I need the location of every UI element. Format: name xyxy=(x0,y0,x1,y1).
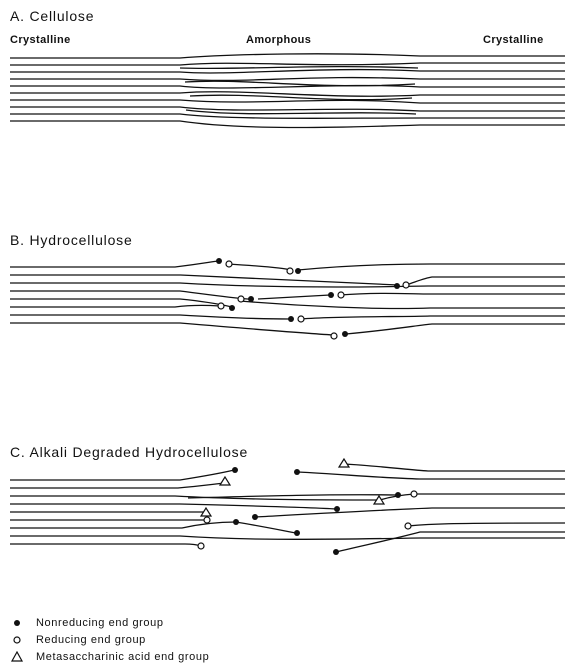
reducing-end-marker xyxy=(338,292,344,298)
fibril xyxy=(10,114,565,118)
fibril xyxy=(10,323,333,335)
nonreducing-end-marker xyxy=(328,292,334,298)
fibril xyxy=(346,324,565,334)
fibril xyxy=(10,92,565,96)
fibril xyxy=(298,472,565,479)
open-triangle-icon xyxy=(10,651,26,663)
reducing-end-marker xyxy=(298,316,304,322)
fibril xyxy=(180,67,418,69)
nonreducing-end-marker xyxy=(248,296,254,302)
fibril xyxy=(10,544,201,546)
legend-item-nonreducing: Nonreducing end group xyxy=(10,614,209,631)
fibril xyxy=(10,283,565,287)
nonreducing-end-marker xyxy=(395,492,401,498)
fibril xyxy=(10,483,225,488)
reducing-end-marker xyxy=(204,517,210,523)
fibril xyxy=(10,100,565,103)
legend-item-reducing: Reducing end group xyxy=(10,631,209,648)
reducing-end-marker xyxy=(403,282,409,288)
fibril xyxy=(10,504,337,509)
fibril xyxy=(10,291,250,299)
fibril xyxy=(10,470,234,480)
fibril xyxy=(380,494,565,500)
nonreducing-end-marker xyxy=(232,467,238,473)
metasaccharinic-end-marker xyxy=(220,477,230,485)
nonreducing-end-marker xyxy=(216,258,222,264)
fibril xyxy=(10,305,220,307)
nonreducing-end-marker xyxy=(295,268,301,274)
filled-circle-icon xyxy=(10,617,26,629)
metasaccharinic-end-marker xyxy=(339,459,349,467)
nonreducing-end-marker xyxy=(294,530,300,536)
reducing-end-marker xyxy=(238,296,244,302)
nonreducing-end-marker xyxy=(229,305,235,311)
fibril xyxy=(10,63,565,65)
fibril xyxy=(10,536,565,539)
nonreducing-end-marker xyxy=(252,514,258,520)
reducing-end-marker xyxy=(198,543,204,549)
fibril xyxy=(188,495,398,498)
fibril xyxy=(185,81,415,86)
legend-label: Metasaccharinic acid end group xyxy=(36,651,209,663)
nonreducing-end-marker xyxy=(294,469,300,475)
reducing-end-marker xyxy=(331,333,337,339)
fibril xyxy=(408,523,565,526)
fibril xyxy=(10,54,565,58)
nonreducing-end-marker xyxy=(394,283,400,289)
reducing-end-marker xyxy=(287,268,293,274)
fibril xyxy=(10,315,290,319)
fibril xyxy=(10,261,218,267)
fibril xyxy=(240,301,565,309)
nonreducing-end-marker xyxy=(334,506,340,512)
legend-label: Nonreducing end group xyxy=(36,617,164,629)
fibril xyxy=(10,522,236,528)
nonreducing-end-marker xyxy=(342,331,348,337)
reducing-end-marker xyxy=(226,261,232,267)
fibril xyxy=(298,264,565,270)
fibril xyxy=(236,522,296,533)
fibril xyxy=(258,295,330,299)
nonreducing-end-marker xyxy=(233,519,239,525)
panel-c-fibrils xyxy=(10,464,565,552)
panel-a-fibrils xyxy=(10,54,565,128)
nonreducing-end-marker xyxy=(333,549,339,555)
reducing-end-marker xyxy=(411,491,417,497)
fibril xyxy=(10,121,565,128)
fibril xyxy=(10,107,565,111)
fibril xyxy=(344,464,565,471)
fibril xyxy=(186,110,416,114)
fibril xyxy=(406,277,565,285)
legend-item-metasaccharinic: Metasaccharinic acid end group xyxy=(10,648,209,665)
open-circle-icon xyxy=(10,634,26,646)
fibril xyxy=(228,264,290,270)
fibril xyxy=(10,78,565,81)
reducing-end-marker xyxy=(405,523,411,529)
fibril xyxy=(336,532,565,552)
fibril xyxy=(10,70,565,73)
legend-label: Reducing end group xyxy=(36,634,146,646)
fibril xyxy=(10,86,565,88)
nonreducing-end-marker xyxy=(288,316,294,322)
fibril xyxy=(301,316,565,319)
reducing-end-marker xyxy=(218,303,224,309)
fibril xyxy=(255,508,565,517)
fibril xyxy=(340,293,565,295)
legend: Nonreducing end group Reducing end group… xyxy=(10,614,209,665)
